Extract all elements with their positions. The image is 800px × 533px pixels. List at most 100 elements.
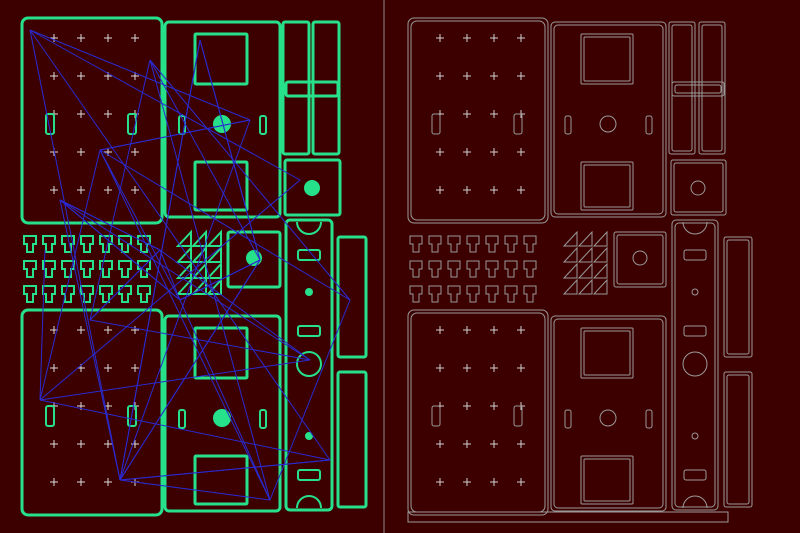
- toolpath-link: [119, 119, 251, 481]
- bracket-notch-bottom: [682, 495, 708, 509]
- toolpath-link: [199, 39, 261, 261]
- finger-tab: [80, 260, 94, 278]
- slot-cutout: [513, 405, 523, 427]
- side-rail-a-inner: [726, 239, 750, 355]
- triangle-gusset: [577, 230, 593, 247]
- large-panel-2: [407, 309, 549, 516]
- bracket-pin: [691, 432, 699, 440]
- bracket-ring: [682, 351, 708, 377]
- triangle-gusset: [592, 246, 608, 263]
- toolpath-link: [89, 249, 161, 321]
- finger-tab: [504, 260, 518, 278]
- mid-panel-1: [550, 21, 667, 218]
- finger-tab: [447, 285, 461, 303]
- finger-tab: [80, 235, 94, 253]
- outline-view-pane[interactable]: [407, 17, 753, 523]
- triangle-gusset: [562, 262, 578, 279]
- finger-tab: [99, 235, 113, 253]
- finger-tab: [428, 260, 442, 278]
- center-hole: [599, 115, 617, 133]
- triangle-gusset: [577, 262, 593, 279]
- finger-tab: [409, 285, 423, 303]
- triangle-gusset: [190, 229, 207, 247]
- finger-tab: [428, 235, 442, 253]
- window-cutout-bottom-2: [580, 455, 634, 505]
- triangle-gusset: [205, 261, 222, 279]
- toolpath-link: [59, 199, 161, 251]
- finger-tab: [61, 260, 75, 278]
- finger-tab: [61, 285, 75, 303]
- toolpath-link: [39, 179, 301, 401]
- toolpath-link: [59, 199, 121, 481]
- slot-cutout: [297, 249, 321, 261]
- finger-tab: [137, 235, 151, 253]
- finger-tab: [485, 285, 499, 303]
- triangle-gusset: [562, 246, 578, 263]
- toolpath-link: [59, 199, 181, 301]
- finger-tab: [523, 285, 537, 303]
- large-panel-1: [407, 17, 549, 224]
- finger-tab: [447, 235, 461, 253]
- slot-cutout: [431, 405, 441, 427]
- toolpath-preview-pane[interactable]: [20, 16, 368, 517]
- triangle-gusset: [592, 278, 608, 295]
- window-cutout-top-2: [193, 326, 249, 380]
- toolpath-link: [269, 299, 351, 501]
- large-panel-1: [20, 16, 164, 225]
- mid-panel-2: [550, 315, 667, 512]
- hole-square-center: [632, 250, 648, 266]
- slot-cutout: [127, 405, 137, 427]
- finger-tab: [23, 285, 37, 303]
- window-cutout-bottom-1: [580, 161, 634, 211]
- triangle-gusset: [175, 229, 192, 247]
- finger-tab: [466, 260, 480, 278]
- toolpath-link: [29, 29, 301, 181]
- side-rail-a: [336, 235, 368, 359]
- finger-tab: [504, 235, 518, 253]
- toolpath-link: [179, 299, 271, 501]
- side-rail-b: [336, 370, 368, 509]
- window-cutout-top-1: [193, 32, 249, 86]
- finger-tab: [118, 260, 132, 278]
- mid-panel-2-inner: [553, 318, 664, 509]
- toolpath-link: [119, 39, 201, 481]
- toolpath-link: [99, 149, 181, 301]
- slot-cutout: [297, 325, 321, 337]
- finger-tab: [523, 260, 537, 278]
- toolpath-link: [39, 399, 331, 461]
- center-hole: [599, 409, 617, 427]
- small-square: [670, 159, 727, 216]
- toolpath-link: [149, 59, 261, 261]
- finger-tab: [466, 235, 480, 253]
- finger-tab: [118, 285, 132, 303]
- finger-tab: [466, 285, 480, 303]
- finger-tab: [99, 260, 113, 278]
- bracket-pin: [305, 288, 313, 296]
- triangle-gusset: [205, 245, 222, 263]
- toolpath-link: [89, 59, 151, 321]
- slot-cutout: [127, 113, 137, 135]
- slot-cutout: [564, 409, 572, 429]
- slot-cutout: [297, 469, 321, 481]
- toolpath-link: [99, 149, 351, 301]
- triangle-gusset: [562, 278, 578, 295]
- finger-tab: [42, 235, 56, 253]
- toolpath-link: [39, 149, 101, 401]
- toolpath-link: [29, 29, 331, 461]
- toolpath-link: [29, 29, 251, 121]
- strip-b: [698, 21, 726, 155]
- tall-bracket: [284, 218, 334, 512]
- window-cutout-top-1: [580, 33, 634, 85]
- hole-square-inner: [616, 234, 664, 285]
- triangle-gusset: [577, 278, 593, 295]
- finger-tab: [80, 285, 94, 303]
- slot-cutout: [178, 409, 186, 429]
- finger-tab: [447, 260, 461, 278]
- finger-tab: [99, 285, 113, 303]
- bracket-pin: [691, 288, 699, 296]
- bracket-notch-bottom: [296, 495, 322, 509]
- window-cutout-top-1-inner: [583, 36, 631, 82]
- toolpath-link: [119, 459, 331, 481]
